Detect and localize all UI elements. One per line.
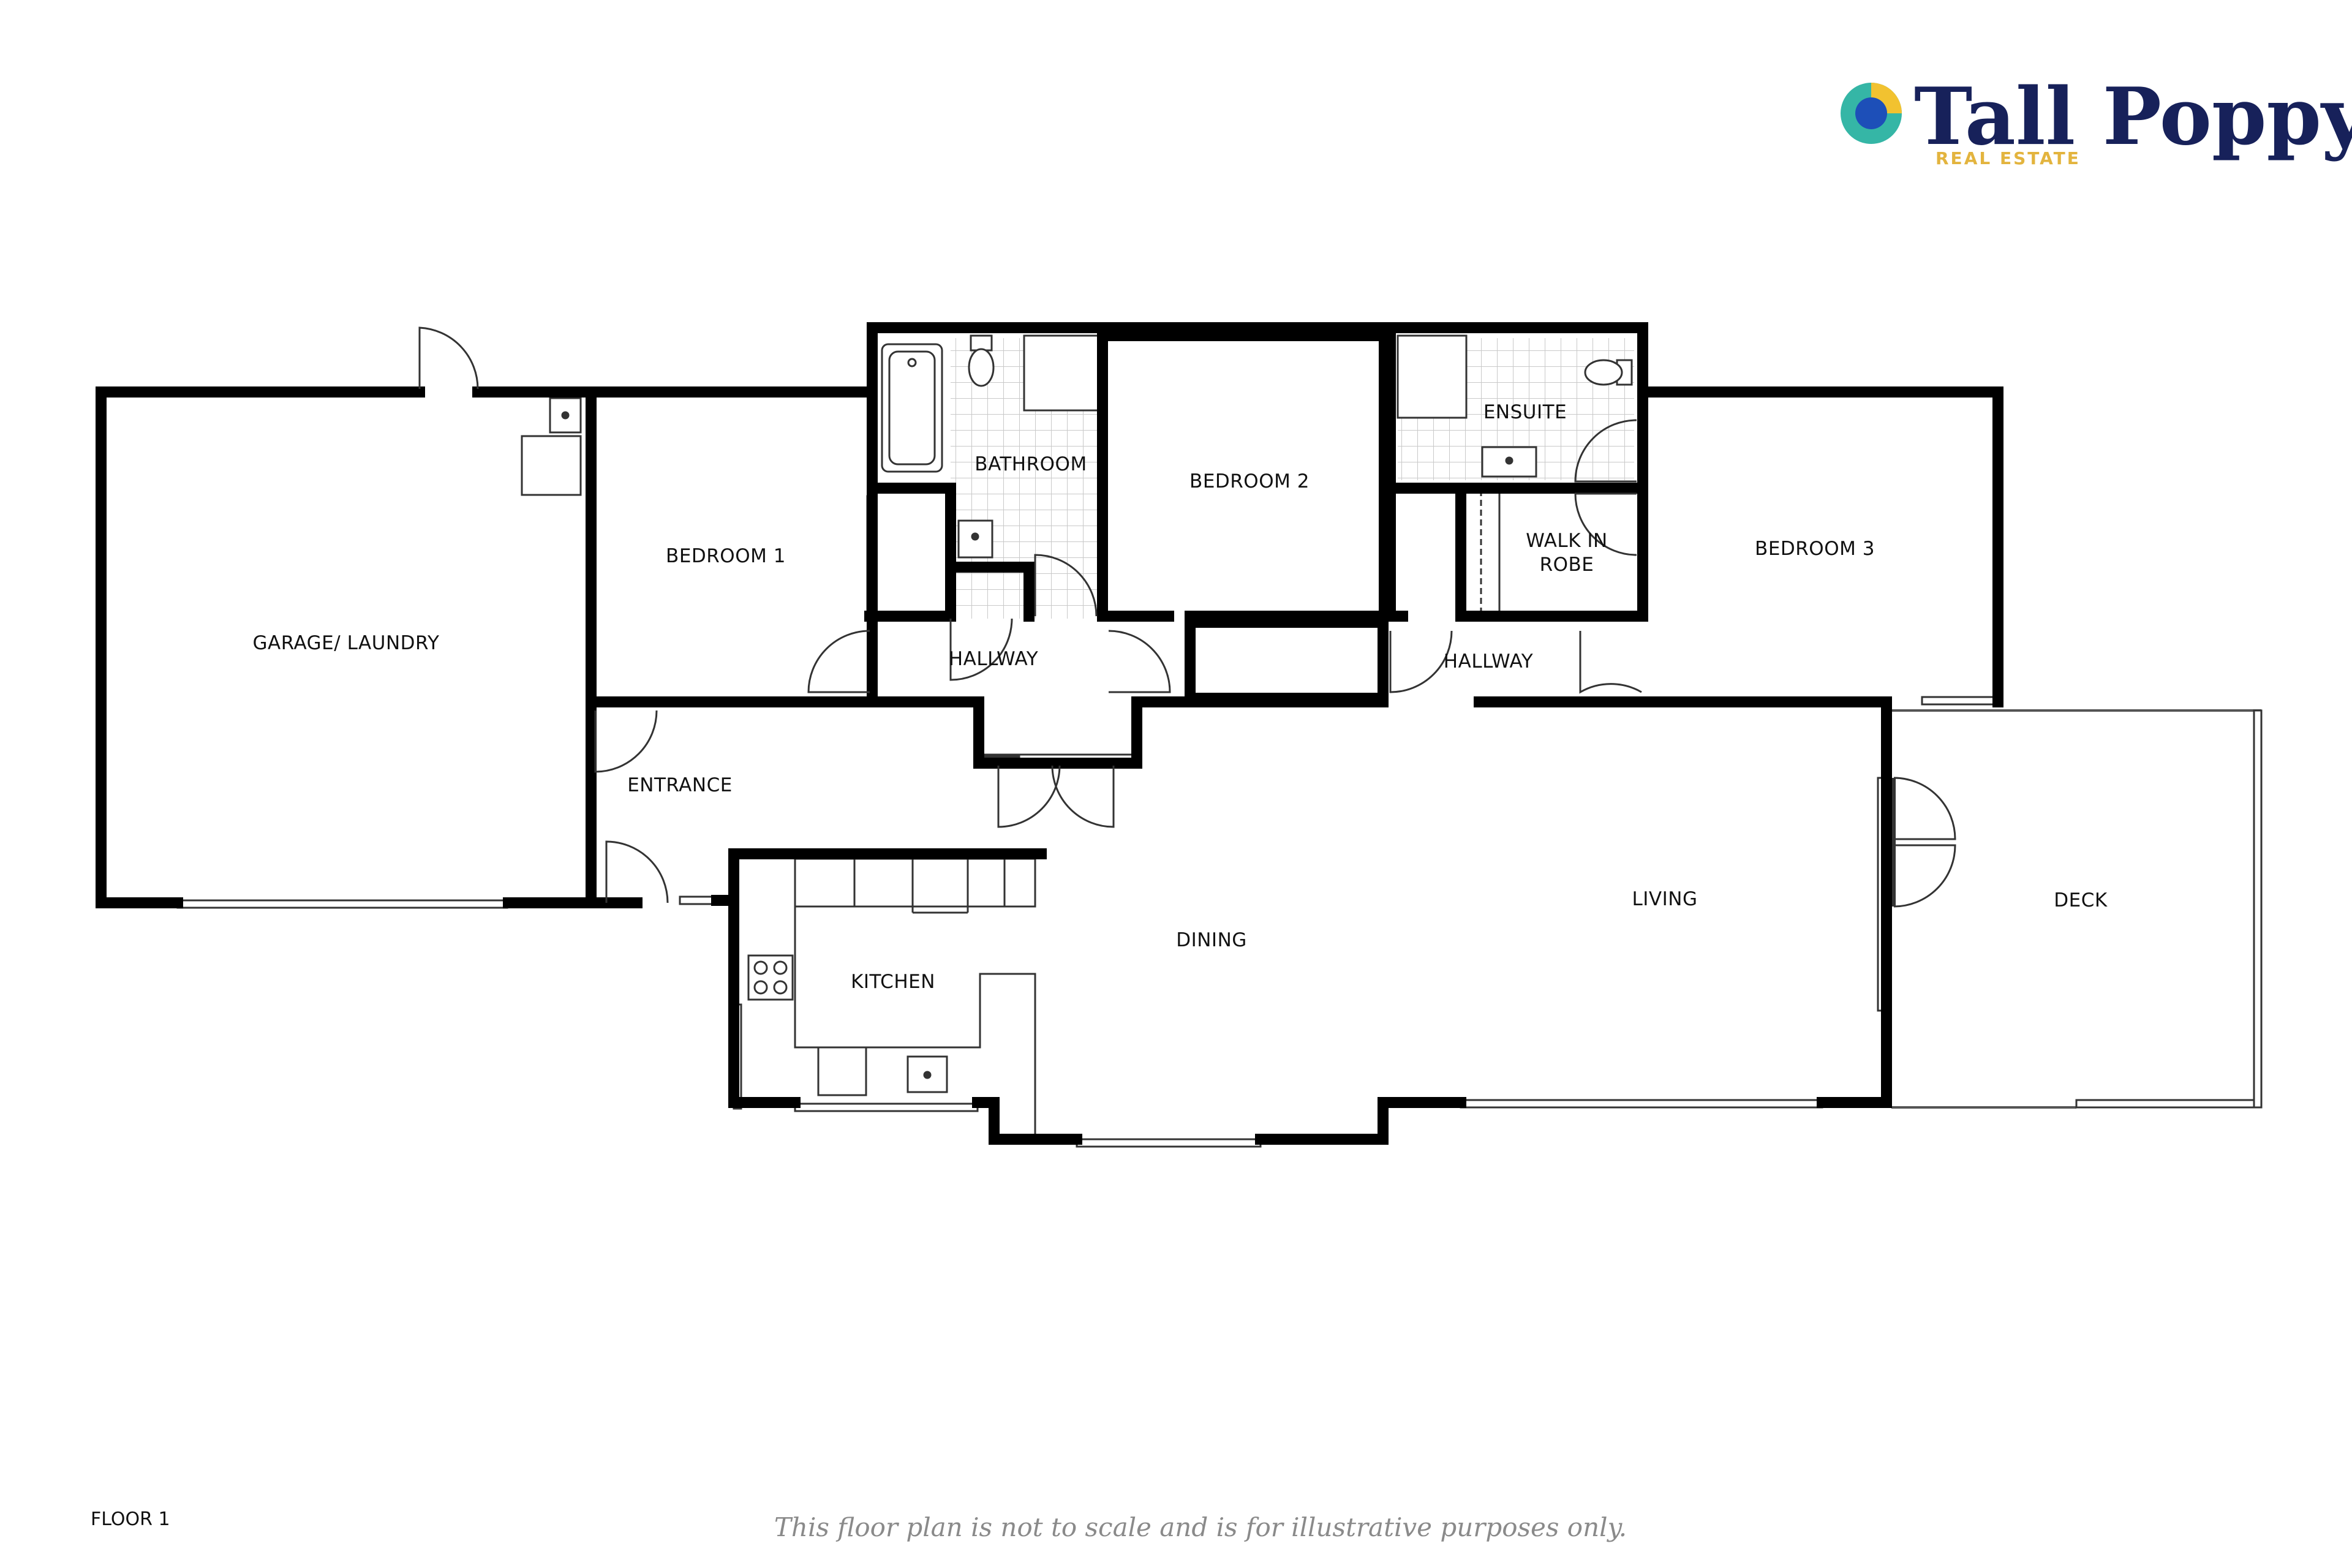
french-door-left (997, 765, 1061, 828)
walls (96, 322, 2003, 1145)
poppy-logo-icon (1841, 83, 1902, 144)
label-entrance: ENTRANCE (627, 774, 733, 796)
bedroom1-door (807, 630, 870, 693)
label-living: LIVING (1632, 888, 1698, 910)
label-bedroom3: BEDROOM 3 (1755, 538, 1875, 560)
bedroom3-door (1579, 631, 1642, 694)
brand-name: Tall Poppy (1914, 71, 2352, 163)
label-bedroom1: BEDROOM 1 (666, 545, 786, 567)
label-dining: DINING (1176, 929, 1247, 951)
laundry-tub-icon (549, 397, 582, 434)
label-kitchen: KITCHEN (851, 971, 935, 993)
entrance-door-front (605, 840, 669, 903)
entrance-door-top (594, 710, 658, 773)
label-garage: GARAGE/ LAUNDRY (252, 632, 439, 654)
shower-icon (1023, 334, 1104, 412)
label-deck: DECK (2054, 889, 2108, 911)
label-bathroom: BATHROOM (974, 453, 1087, 475)
washer-icon (521, 435, 582, 496)
deck-door-bottom (1893, 844, 1956, 908)
hall-door-left (949, 618, 1013, 681)
ensuite-door (1574, 419, 1637, 483)
cooktop-icon (747, 954, 794, 1001)
label-wir-line1: WALK IN (1526, 530, 1607, 552)
hallway2-door (1389, 630, 1453, 693)
french-door-right (1051, 765, 1115, 828)
label-hallway1: HALLWAY (949, 648, 1038, 670)
ensuite-shower-icon (1396, 334, 1468, 419)
toilet-icon (968, 334, 995, 387)
ensuite-toilet-icon (1584, 359, 1633, 386)
bedroom2-door (1108, 630, 1171, 693)
doors (418, 326, 1956, 908)
floor-label: FLOOR 1 (91, 1509, 170, 1530)
label-ensuite: ENSUITE (1483, 401, 1567, 423)
label-hallway2: HALLWAY (1444, 650, 1533, 673)
deck-outline (1891, 709, 2263, 1109)
fixtures (521, 334, 1633, 1136)
deck-door-top (1893, 777, 1956, 840)
label-bedroom2: BEDROOM 2 (1189, 470, 1310, 492)
disclaimer: This floor plan is not to scale and is f… (774, 1512, 1627, 1542)
wir-door (1574, 492, 1637, 556)
bathroom-door (1034, 554, 1098, 617)
brand-tagline: REAL ESTATE (1936, 148, 2081, 168)
label-wir-line2: ROBE (1540, 554, 1594, 576)
garage-door-swing (418, 326, 479, 390)
brand-logo: Tall Poppy REAL ESTATE (1841, 71, 2352, 168)
room-labels: GARAGE/ LAUNDRY BEDROOM 1 BATHROOM BEDRO… (252, 401, 2107, 993)
dishwasher-icon (817, 1046, 867, 1096)
vanity-icon (957, 519, 993, 559)
